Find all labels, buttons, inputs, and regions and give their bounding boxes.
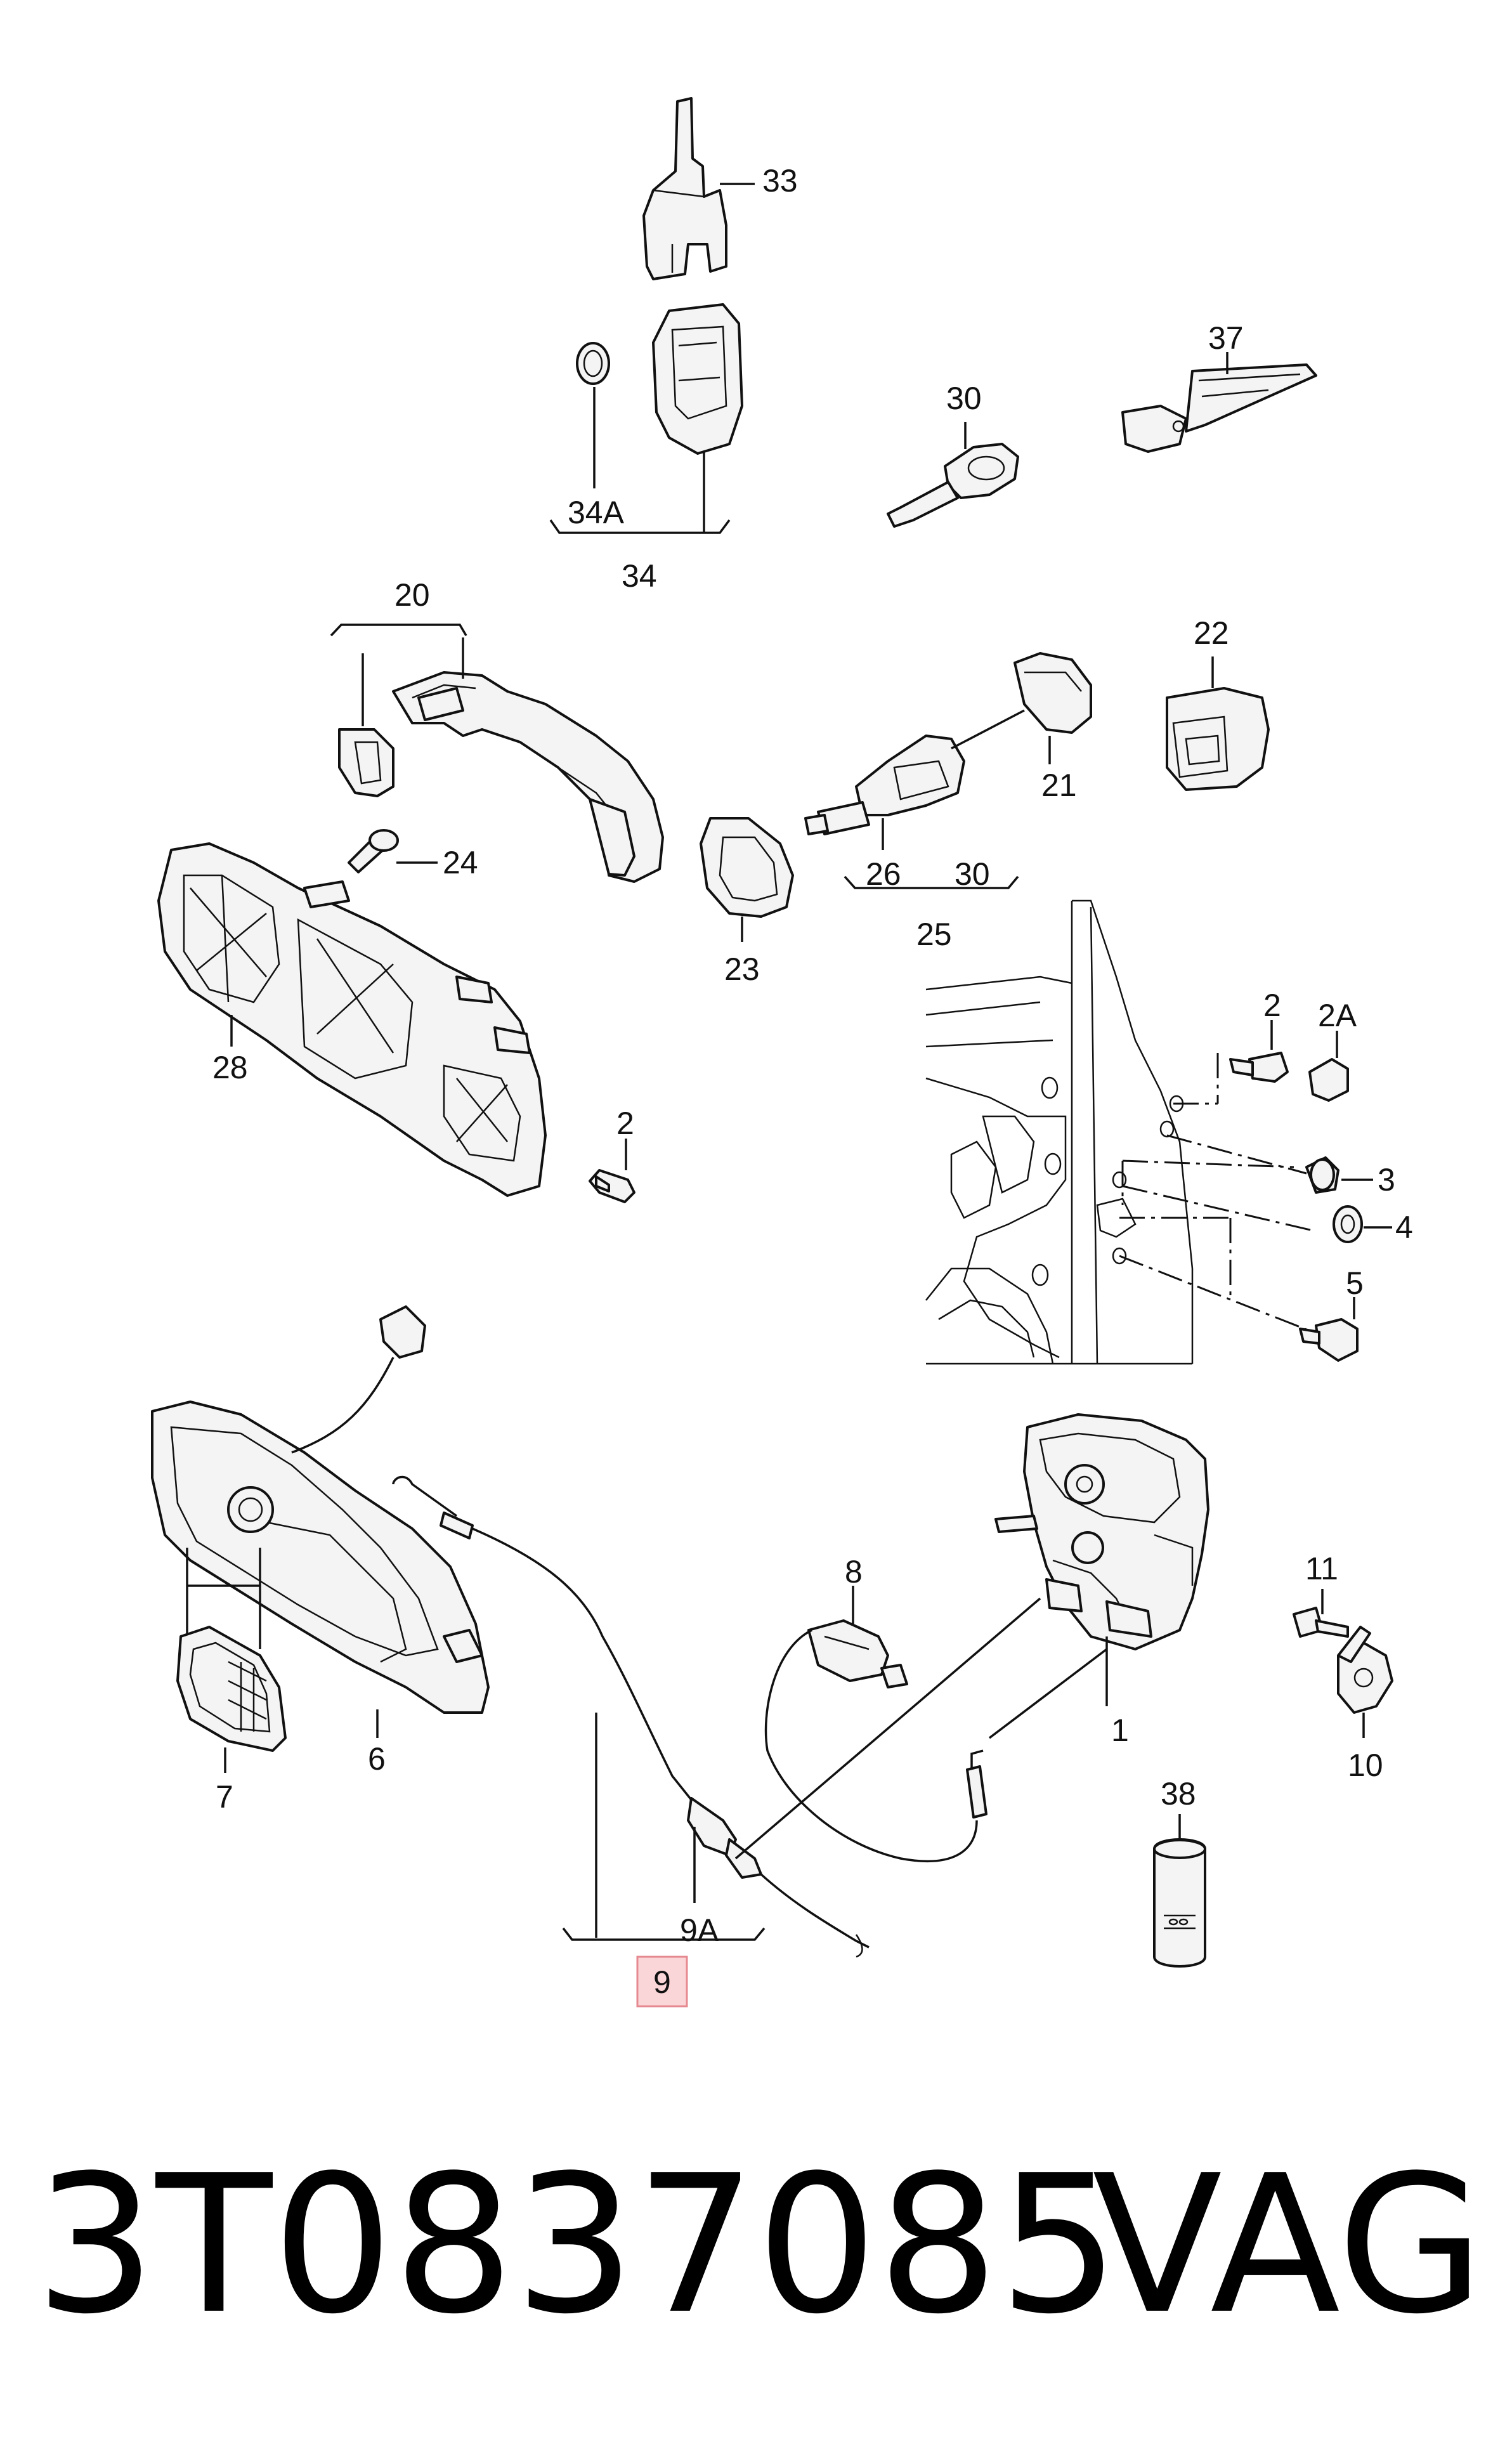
callout-2A: 2A xyxy=(1318,998,1357,1033)
part-21-cap xyxy=(1013,652,1092,764)
callout-9A: 9A xyxy=(680,1912,719,1948)
callout-34: 34 xyxy=(622,558,657,594)
part-8-cable-bracket xyxy=(764,1586,987,1863)
part-7-trim-insert xyxy=(176,1548,287,1773)
callout-1: 1 xyxy=(1111,1713,1129,1748)
callout-26: 26 xyxy=(866,856,901,892)
door-frame xyxy=(925,899,1194,1365)
callout-30a: 30 xyxy=(946,381,982,416)
part-1-door-lock xyxy=(734,1413,1209,1860)
callout-10: 10 xyxy=(1348,1747,1383,1783)
callout-20: 20 xyxy=(394,577,430,613)
callout-labels: 33 34A 34 37 30 20 22 24 21 26 30 25 23 … xyxy=(212,163,1413,2000)
part-6-interior-handle xyxy=(151,1305,490,1738)
part-2-screw-right xyxy=(1229,1020,1289,1083)
part-11-bolt xyxy=(1293,1589,1349,1638)
callout-11: 11 xyxy=(1305,1551,1338,1586)
part-22-cover-cap xyxy=(1166,656,1270,791)
part-24-screw xyxy=(348,829,438,873)
part-4-grommet xyxy=(1333,1205,1392,1243)
part-26-lock-cylinder xyxy=(804,709,1025,889)
callout-37: 37 xyxy=(1208,320,1244,356)
callout-25: 25 xyxy=(916,917,952,952)
callout-34a: 34A xyxy=(568,495,625,530)
part-37-key-tag xyxy=(1121,352,1317,453)
part-30-key xyxy=(887,422,1019,528)
callout-23: 23 xyxy=(724,951,760,987)
callout-28: 28 xyxy=(212,1050,248,1085)
callout-2-left: 2 xyxy=(616,1106,634,1141)
callout-22: 22 xyxy=(1194,615,1229,651)
highlight-box-9 xyxy=(636,1956,688,2008)
part-28-handle-carrier xyxy=(157,842,547,1197)
callout-2-right: 2 xyxy=(1263,988,1281,1023)
part-5-screw xyxy=(1299,1297,1359,1362)
brand-text: VAG xyxy=(1092,2134,1485,2356)
callout-24: 24 xyxy=(443,845,478,880)
part-34-seal-set xyxy=(549,303,743,534)
part-33-cylinder-cap xyxy=(642,97,755,280)
callout-8: 8 xyxy=(845,1554,863,1590)
part-number-text: 3T0837085 xyxy=(35,2134,1120,2356)
callout-4: 4 xyxy=(1395,1210,1413,1245)
part-2-screw-left xyxy=(589,1139,635,1203)
part-20-exterior-handle xyxy=(330,624,664,883)
callout-38: 38 xyxy=(1161,1776,1196,1812)
fixing-leader-lines xyxy=(1119,1053,1313,1333)
callout-5: 5 xyxy=(1346,1265,1364,1301)
callout-33: 33 xyxy=(762,163,798,199)
part-2A-clip xyxy=(1308,1031,1349,1102)
part-10-striker-plate xyxy=(1337,1626,1393,1738)
part-3-grommet xyxy=(1305,1156,1373,1194)
part-38-grease-tube xyxy=(1153,1814,1206,1968)
callout-6: 6 xyxy=(368,1741,386,1777)
part-23-gasket xyxy=(700,817,794,942)
callout-30b: 30 xyxy=(955,856,990,892)
callout-21: 21 xyxy=(1041,767,1077,803)
callout-7: 7 xyxy=(216,1779,233,1815)
callout-9: 9 xyxy=(653,1964,671,2000)
callout-3: 3 xyxy=(1378,1162,1395,1198)
part-9-release-cable xyxy=(392,1475,870,1958)
